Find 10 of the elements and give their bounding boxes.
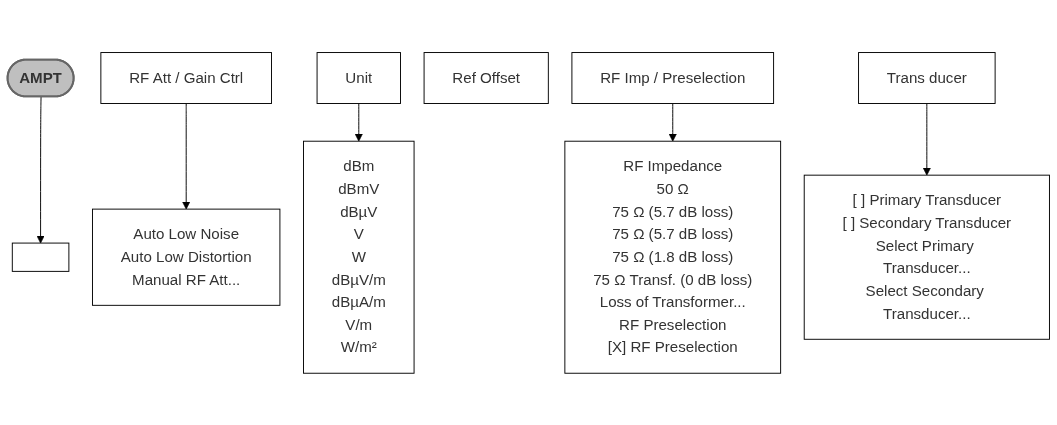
node-box: Trans ducer <box>858 51 996 104</box>
node-box: RF Imp / Preselection <box>571 51 775 104</box>
node-box: [ ] Primary Transducer [ ] Secondary Transducer Select Primary Transducer... Select Secondary Transducer... <box>803 174 1050 340</box>
node-box: Ref Offset <box>423 51 549 104</box>
node-box: Auto Low Noise Auto Low Distortion Manual RF Att... <box>92 208 281 306</box>
node-box: Unit <box>316 51 401 104</box>
node-box <box>11 242 70 272</box>
node-box: dBm dBmV dBµV V W dBµV/m dBµA/m V/m W/m² <box>303 140 415 374</box>
node-box: RF Impedance 50 Ω 75 Ω (5.7 dB loss) 75 Ω (5.7 dB loss) 75 Ω (1.8 dB loss) 75 Ω Transf. (0 dB loss) Loss of Transformer... RF Preselection [X] RF Preselection <box>564 140 782 374</box>
node-box: RF Att / Gain Ctrl <box>100 51 272 104</box>
